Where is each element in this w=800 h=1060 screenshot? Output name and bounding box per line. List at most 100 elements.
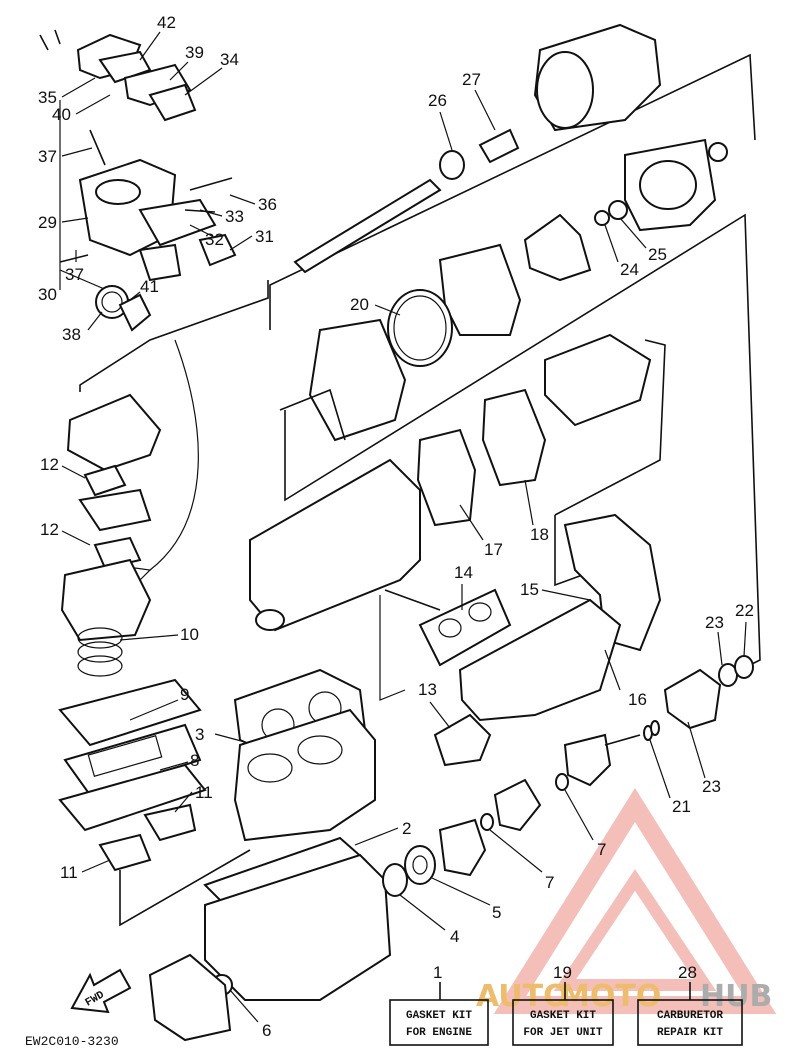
- callout-13: 13: [418, 680, 437, 699]
- leader-line-6: [229, 989, 259, 1023]
- leader-line-27: [474, 89, 496, 131]
- callout-37b: 37: [65, 265, 84, 284]
- callout-23a: 23: [705, 613, 724, 632]
- watermark-auto: AUTO: [476, 979, 569, 1014]
- callout-4: 4: [450, 927, 459, 946]
- leader-line-33: [199, 209, 223, 217]
- leader-line-18: [524, 479, 534, 526]
- callout-26: 26: [428, 91, 447, 110]
- watermark-hub: HUB: [700, 979, 772, 1014]
- callout-33: 33: [225, 207, 244, 226]
- leader-line-35: [61, 77, 96, 98]
- callout-20: 20: [350, 295, 369, 314]
- leader-line-10: [119, 634, 179, 641]
- leader-line-24: [604, 224, 619, 263]
- leader-line-36: [229, 194, 256, 205]
- callout-16: 16: [628, 690, 647, 709]
- callout-39: 39: [185, 43, 204, 62]
- leader-line-7b: [489, 829, 543, 873]
- leader-line-7a: [564, 789, 594, 841]
- leader-line-22: [743, 621, 747, 657]
- callout-38: 38: [62, 325, 81, 344]
- diagram-code: EW2C010-3230: [25, 1034, 119, 1049]
- callout-31: 31: [255, 227, 274, 246]
- leader-line-23b: [687, 721, 706, 779]
- kit-number-jet: 19: [553, 963, 572, 982]
- kit-jet-line1: GASKET KIT: [530, 1010, 596, 1022]
- callout-32: 32: [205, 230, 224, 249]
- leader-line-3: [214, 733, 246, 743]
- leader-line-39: [169, 61, 189, 81]
- leader-line-31: [229, 235, 253, 251]
- callout-22: 22: [735, 601, 754, 620]
- leader-line-38: [87, 311, 103, 331]
- callout-11b: 11: [60, 863, 78, 882]
- leader-line-16: [604, 649, 621, 691]
- fwd-arrow: FWD: [70, 968, 132, 1014]
- leader-line-34: [184, 67, 223, 96]
- callout-17: 17: [484, 540, 503, 559]
- callout-5: 5: [492, 903, 501, 922]
- kit-carb-line1: CARBURETOR: [657, 1010, 723, 1022]
- leader-line-4: [399, 894, 446, 931]
- callout-10: 10: [180, 625, 199, 644]
- callout-35: 35: [38, 88, 57, 107]
- carburetor-group: [39, 29, 269, 392]
- callout-25: 25: [648, 245, 667, 264]
- callout-42: 42: [157, 13, 176, 32]
- callout-29: 29: [38, 213, 57, 232]
- callout-34: 34: [220, 50, 239, 69]
- kit-number-engine: 1: [433, 963, 442, 982]
- kit-boxes: 1 19 28 GASKET KIT FOR ENGINE GASKET KIT…: [389, 963, 743, 1046]
- callout-41: 41: [140, 277, 159, 296]
- leader-line-29: [61, 217, 89, 223]
- leader-line-26: [439, 111, 453, 151]
- watermark-moto: MOTO: [560, 979, 661, 1014]
- callout-18: 18: [530, 525, 549, 544]
- callout-36: 36: [258, 195, 277, 214]
- leader-line-41: [129, 291, 141, 301]
- leader-line-11b: [81, 859, 111, 873]
- callout-40: 40: [52, 105, 71, 124]
- exhaust-group: [249, 333, 754, 767]
- callout-12a: 12: [40, 455, 59, 474]
- leader-line-12b: [61, 530, 91, 546]
- callout-27: 27: [462, 70, 481, 89]
- callout-21: 21: [672, 797, 691, 816]
- leader-line-42: [139, 31, 161, 61]
- leader-line-9: [129, 699, 179, 721]
- kit-carb-line2: REPAIR KIT: [657, 1027, 723, 1039]
- kit-box-engine: [389, 999, 489, 1046]
- callout-3: 3: [195, 725, 204, 744]
- leader-line-37a: [61, 147, 93, 157]
- callout-15: 15: [520, 580, 539, 599]
- callout-37a: 37: [38, 147, 57, 166]
- callout-9: 9: [180, 685, 189, 704]
- leader-line-20: [374, 304, 401, 316]
- kit-jet-line2: FOR JET UNIT: [523, 1027, 603, 1039]
- leader-line-40: [75, 94, 111, 115]
- callout-7b: 7: [545, 873, 554, 892]
- leader-line-12a: [61, 465, 86, 479]
- jet-pump-group: [269, 23, 761, 666]
- leader-line-8: [159, 761, 189, 771]
- leader-line-11a: [174, 791, 193, 813]
- callout-2: 2: [402, 819, 411, 838]
- kit-box-jet: [512, 999, 614, 1046]
- watermark: AUTO MOTO HUB: [476, 788, 777, 1014]
- leader-line-21: [649, 739, 671, 799]
- leader-line-25: [619, 217, 647, 249]
- engine-group: [58, 339, 660, 1042]
- leader-line-13: [429, 701, 451, 729]
- leader-line-32: [189, 224, 213, 237]
- kit-engine-line2: FOR ENGINE: [406, 1027, 472, 1039]
- callout-6: 6: [262, 1021, 271, 1040]
- callout-30: 30: [38, 285, 57, 304]
- callout-8: 8: [190, 751, 199, 770]
- kit-engine-line1: GASKET KIT: [406, 1010, 472, 1022]
- callout-12b: 12: [40, 520, 59, 539]
- callout-24: 24: [620, 260, 639, 279]
- callout-7a: 7: [597, 840, 606, 859]
- callout-14: 14: [454, 563, 473, 582]
